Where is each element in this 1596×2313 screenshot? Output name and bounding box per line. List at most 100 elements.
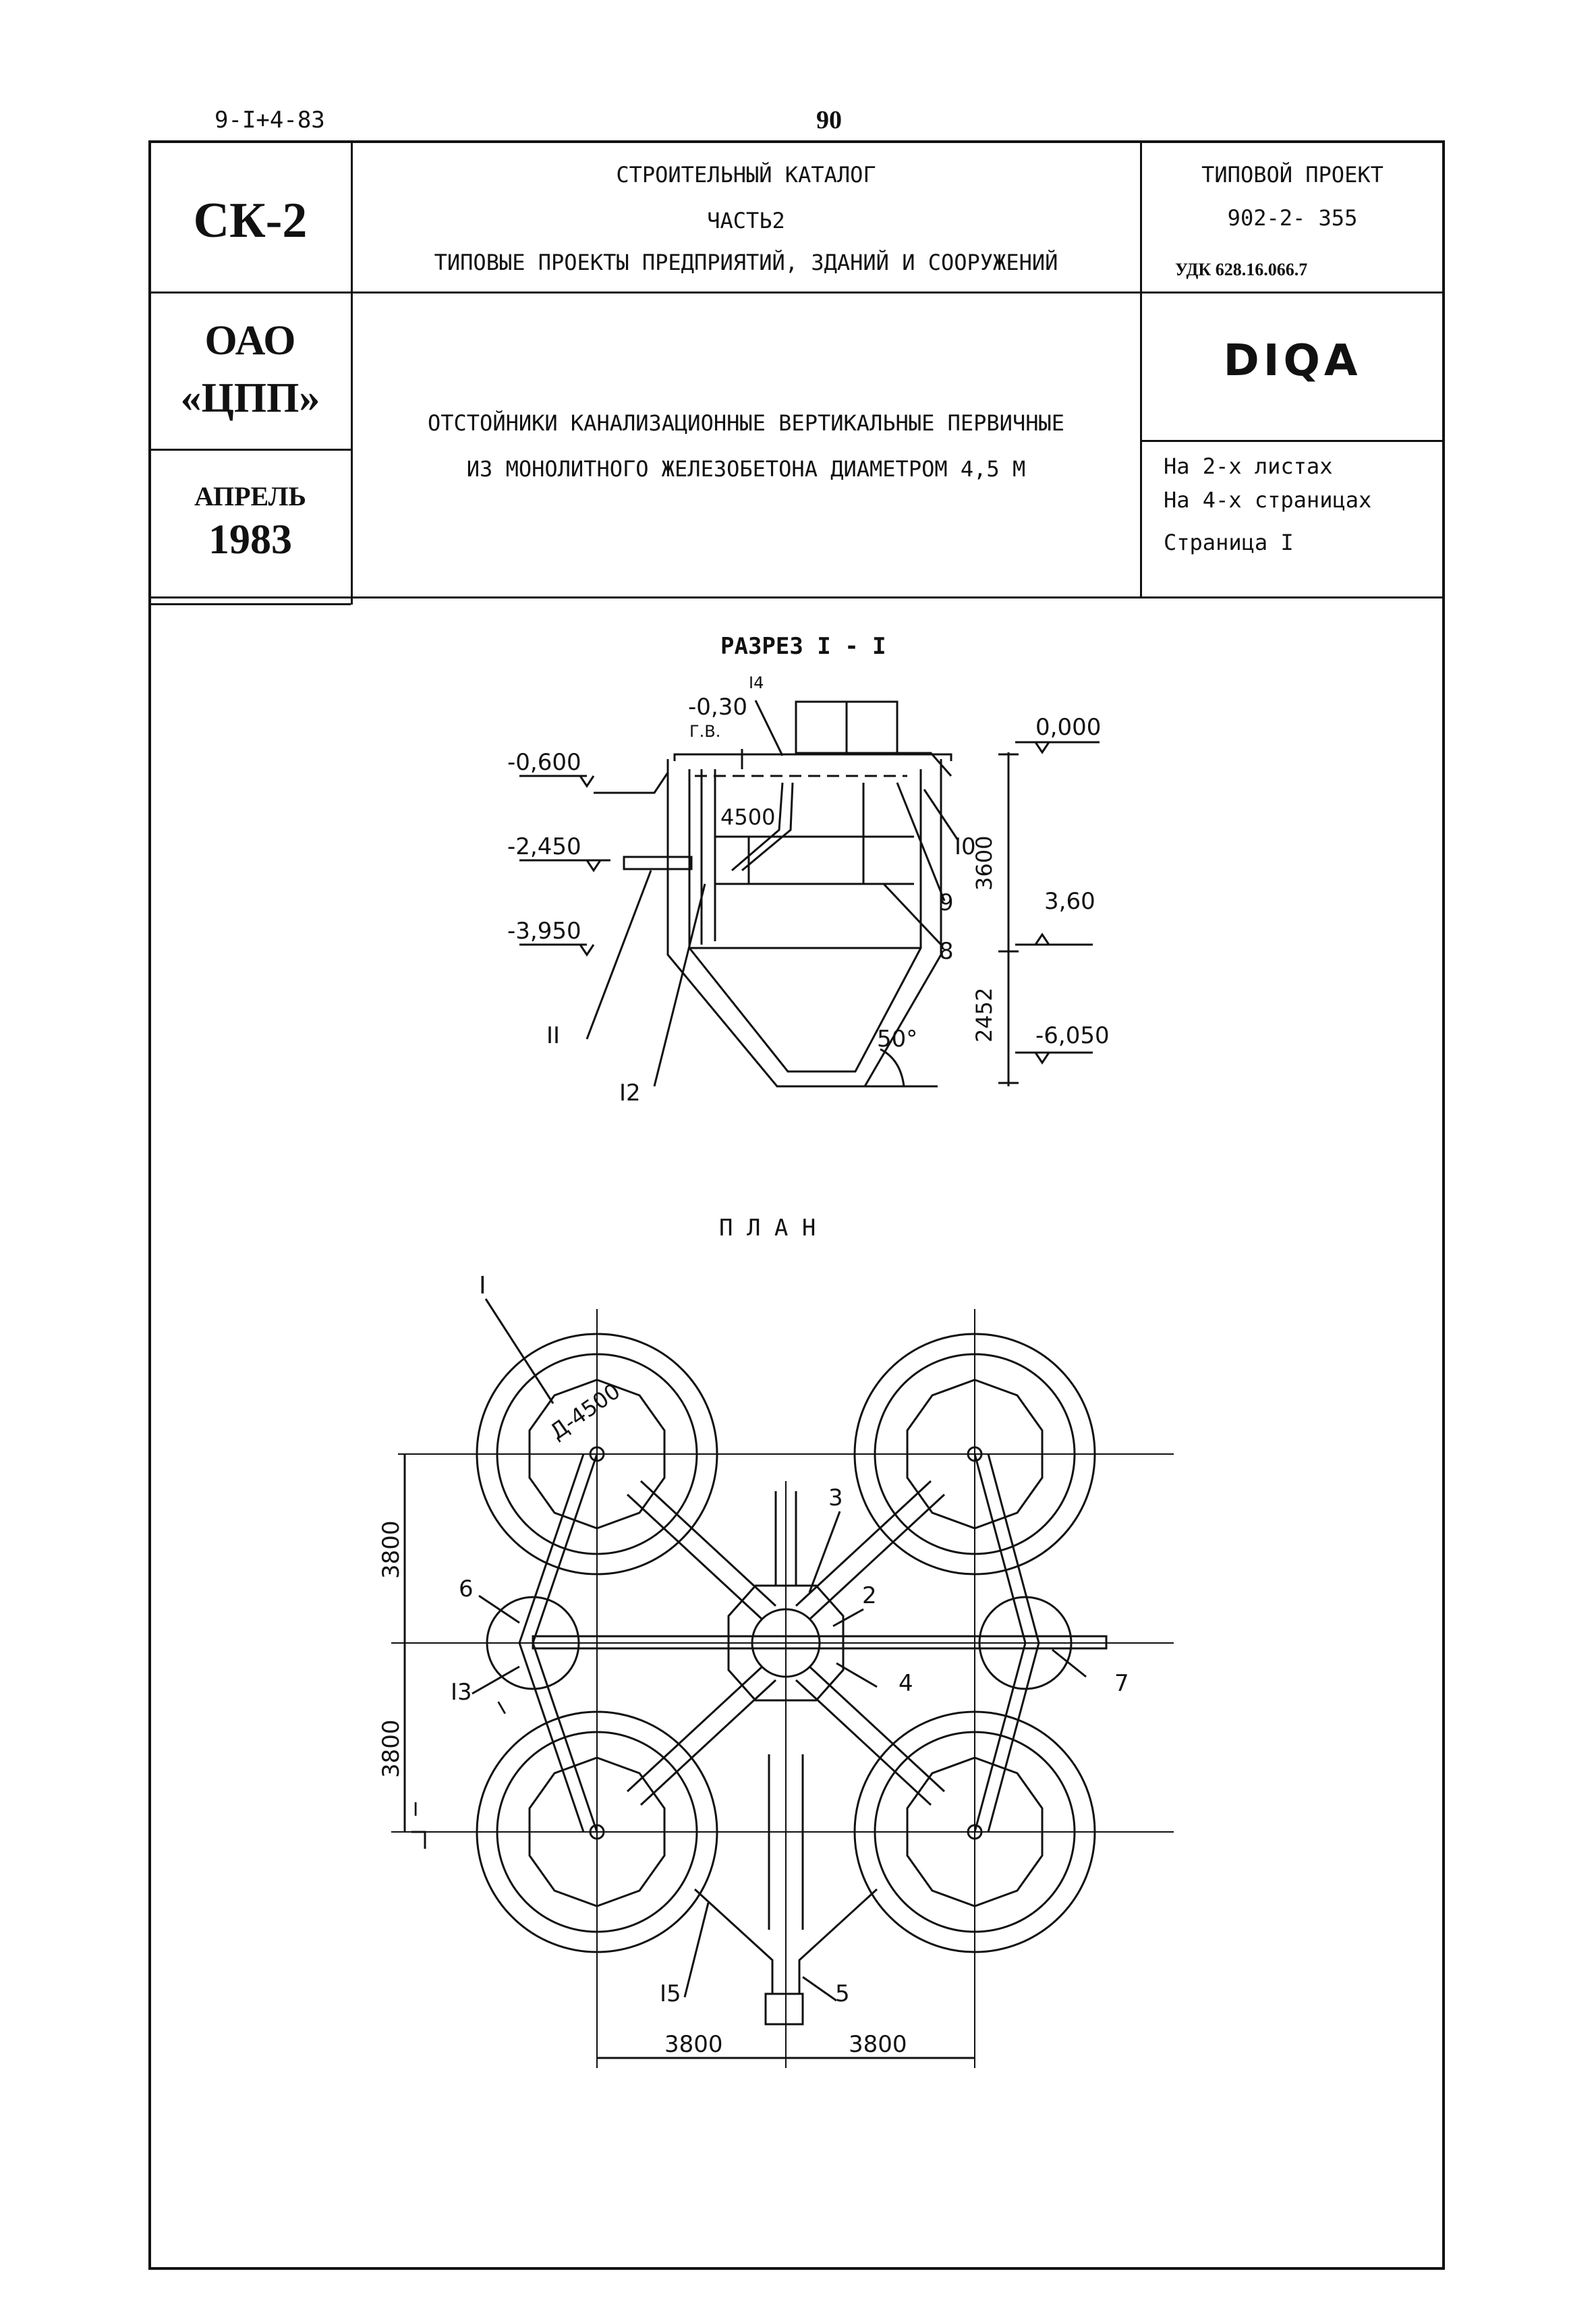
inlet-pipe <box>623 856 693 870</box>
leader-line <box>586 870 652 1040</box>
catalog-title: СТРОИТЕЛЬНЫЙ КАТАЛОГ <box>616 162 876 188</box>
collection-tray <box>673 753 952 761</box>
document-code: 9-I+4-83 <box>215 107 325 134</box>
dimension-label-vertical: 3800 <box>378 1719 405 1778</box>
dimension-label: 3800 <box>849 2031 907 2058</box>
level-label: -3,950 <box>507 918 581 945</box>
stamp-divider <box>1140 440 1444 442</box>
tank-center <box>589 1824 605 1840</box>
leader-line <box>472 1665 520 1695</box>
level-label: 0,000 <box>1035 714 1102 741</box>
stamp-divider <box>351 142 353 605</box>
stamp-divider <box>1140 142 1142 596</box>
water-level-label: Г.В. <box>689 722 721 741</box>
level-mark <box>1015 741 1100 754</box>
distribution-pipe <box>626 1480 777 1621</box>
dimension-label-vertical: 3800 <box>378 1520 405 1579</box>
level-mark <box>1015 1051 1093 1065</box>
sheet-code: DIQA <box>1223 336 1362 386</box>
sludge-line <box>518 1453 598 1833</box>
leader-line <box>478 1594 520 1624</box>
catalog-subtitle: ТИПОВЫЕ ПРОЕКТЫ ПРЕДПРИЯТИЙ, ЗДАНИЙ И СО… <box>434 250 1058 275</box>
leader-line <box>882 883 942 946</box>
stamp-divider <box>150 291 1444 294</box>
mark-5: 5 <box>835 1980 850 2007</box>
level-label: -2,450 <box>507 833 581 860</box>
issue-year: 1983 <box>208 517 292 563</box>
tank-inner-polygon <box>528 1756 666 1907</box>
udk-code: УДК 628.16.066.7 <box>1175 260 1308 279</box>
level-mark <box>1015 932 1093 946</box>
level-label: -0,600 <box>507 749 581 776</box>
sludge-line <box>973 1453 1040 1833</box>
leader-line <box>923 789 959 841</box>
catalog-code: СК-2 <box>193 193 308 248</box>
project-label: ТИПОВОЙ ПРОЕКТ <box>1201 162 1384 188</box>
plan-title: П Л А Н <box>719 1215 816 1242</box>
platform-railing <box>897 752 952 777</box>
sludge-well <box>978 1596 1073 1690</box>
mark-1: I <box>479 1272 486 1300</box>
central-pipe <box>731 782 794 872</box>
stamp-divider <box>150 596 1444 598</box>
mark-15: I5 <box>660 1980 681 2007</box>
mark-14: I4 <box>749 673 764 692</box>
stamp-divider <box>150 603 351 605</box>
mark-3: 3 <box>828 1484 843 1511</box>
mark-4: 4 <box>899 1670 913 1697</box>
leader-line <box>1052 1648 1087 1678</box>
sludge-well <box>486 1596 580 1690</box>
tank-center <box>589 1446 605 1462</box>
mark-13: I3 <box>451 1679 472 1706</box>
ground-line <box>594 772 669 794</box>
sheet-frame <box>148 140 1445 2270</box>
settling-tank <box>496 1731 698 1933</box>
mark-9: 9 <box>939 889 954 916</box>
leader-line <box>802 1976 837 2002</box>
dimension-label: 3,60 <box>1044 888 1095 915</box>
distribution-pipe <box>795 1480 946 1621</box>
settling-tank <box>476 1333 718 1576</box>
page-number: 90 <box>816 106 842 134</box>
distribution-pipe <box>626 1665 777 1806</box>
settling-tank <box>496 1353 698 1555</box>
tank-inner-polygon <box>528 1378 666 1530</box>
leader-line <box>808 1511 841 1593</box>
settling-tank <box>874 1353 1076 1555</box>
organization-name: ОАО <box>204 318 296 364</box>
settling-tank <box>853 1710 1096 1953</box>
tank-outer-wall <box>666 759 942 1088</box>
inner-pipe <box>700 769 716 945</box>
document-title: ОТСТОЙНИКИ КАНАЛИЗАЦИОННЫЕ ВЕРТИКАЛЬНЫЕ … <box>427 410 1064 436</box>
project-number: 902-2- 355 <box>1227 205 1358 231</box>
section-mark <box>411 1831 426 1849</box>
level-label: -6,050 <box>1035 1022 1110 1049</box>
outlet-chamber <box>764 1992 804 2026</box>
mark-10: I0 <box>954 833 976 860</box>
level-mark <box>519 775 595 788</box>
leader-line <box>832 1608 864 1627</box>
distribution-chamber <box>727 1584 845 1702</box>
section-title: РАЗРЕЗ I - I <box>720 633 886 660</box>
level-label: -0,30 <box>688 694 747 721</box>
settling-tank <box>874 1731 1076 1933</box>
mark-8: 8 <box>939 938 954 965</box>
outlet-collector <box>693 1888 878 1994</box>
sheets-info: На 2-х листах <box>1164 453 1333 479</box>
document-title: ИЗ МОНОЛИТНОГО ЖЕЛЕЗОБЕТОНА ДИАМЕТРОМ 4,… <box>466 456 1026 482</box>
level-mark <box>519 943 595 957</box>
outlet-collector <box>768 1754 804 1930</box>
leader-line <box>896 782 946 901</box>
stamp-divider <box>150 449 351 451</box>
leader-line <box>653 883 706 1087</box>
settling-tank <box>853 1333 1096 1576</box>
angle-label: 50° <box>877 1026 918 1053</box>
tank-center <box>967 1824 983 1840</box>
distribution-pipe <box>795 1665 946 1806</box>
catalog-part: ЧАСТЬ2 <box>707 208 785 233</box>
dimension-label: 3800 <box>664 2031 723 2058</box>
tank-center <box>967 1446 983 1462</box>
issue-month: АПРЕЛЬ <box>194 481 306 511</box>
